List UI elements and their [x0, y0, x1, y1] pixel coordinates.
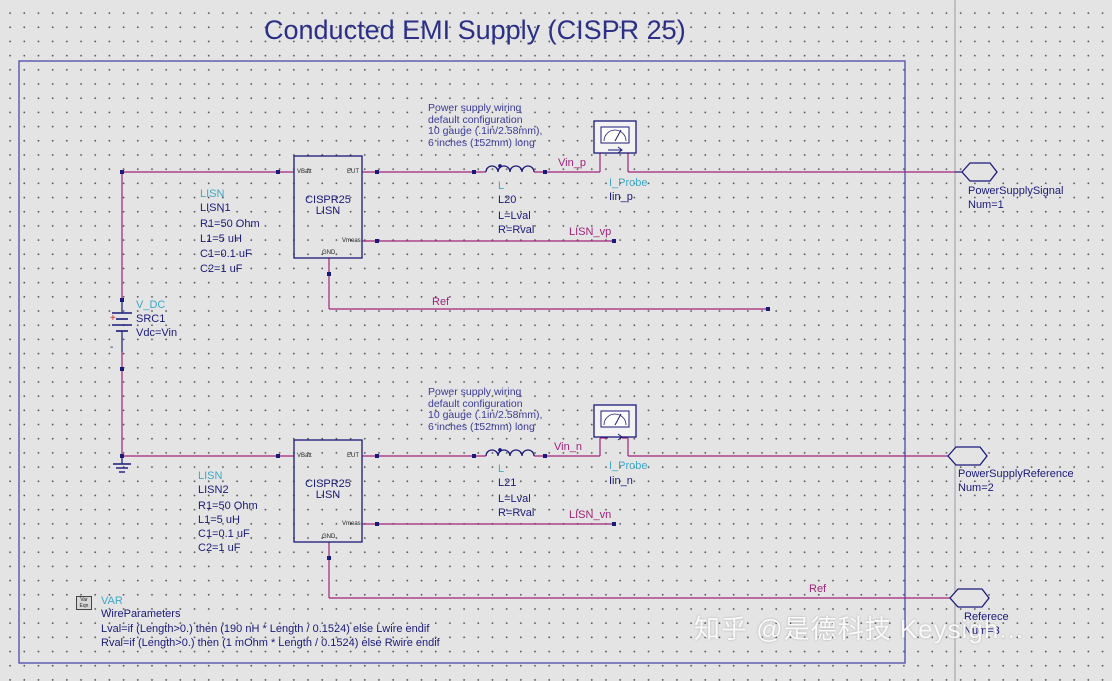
l21-params: L=Lval R=Rval	[498, 492, 534, 520]
lisn1-param: C1=0.1 uF	[200, 248, 252, 260]
port1-num-label: Num=1	[968, 199, 1004, 211]
port1-name-label: PowerSupplySignal	[968, 185, 1064, 197]
port3-name-label: Referece	[964, 611, 1009, 623]
lisn1-pin-eut: EUT	[347, 169, 359, 175]
port-powersupplysignal-symbol[interactable]	[955, 162, 998, 182]
source-value-label: Vdc=Vin	[136, 327, 178, 339]
lisn1-params: R1=50 Ohm L1=5 uH C1=0.1 uF C2=1 uF	[200, 217, 260, 277]
wiring-note-bottom-line: 10 gauge (.1in/2.58mm),	[428, 409, 543, 422]
net-label-ref-bottom: Ref	[809, 583, 827, 595]
lisn2-name-label: LISN2	[198, 484, 229, 496]
net-label-lisn-vp: LISN_vp	[569, 226, 612, 238]
port3-num-label: Num=3	[964, 625, 1000, 637]
lisn2-type-label: LISN	[198, 470, 223, 482]
var-icon-text: Var	[80, 597, 88, 603]
lisn1-type-label: LISN	[200, 188, 225, 200]
lisn1-pin-vmeas: Vmeas	[342, 238, 361, 244]
top-node-markers	[120, 170, 770, 371]
l21-param: R=Rval	[498, 507, 535, 519]
net-label-ref-top: Ref	[432, 296, 450, 308]
watermark-text: 知乎 @是德科技 Keysigh...	[694, 614, 1025, 644]
var-equation-line: Rval=if (Length>0.) then (1 mOhm * Lengt…	[101, 637, 440, 649]
net-label-lisn-vn: LISN_vn	[569, 509, 612, 521]
l20-name-label: L20	[498, 194, 517, 206]
schematic-frame	[18, 60, 906, 664]
page-title: Conducted EMI Supply (CISPR 25)	[264, 15, 686, 45]
wiring-note-top-line: default configuration	[428, 113, 523, 126]
lisn2-pin-eut: EUT	[347, 453, 359, 459]
source-name-label: SRC1	[136, 313, 166, 325]
lisn2-param: C2=1 uF	[198, 542, 241, 554]
wiring-note-bottom-line: Power supply wiring	[428, 386, 522, 398]
lisn1-box-label: CISPR25 LISN	[294, 195, 362, 217]
l21-name-label: L21	[498, 477, 517, 489]
wiring-note-top-line: 10 gauge (.1in/2.58mm),	[428, 125, 543, 138]
lisn1-box-label-line: CISPR25	[305, 194, 351, 206]
inductor-l21-symbol[interactable]	[485, 448, 535, 457]
top-wires	[122, 149, 955, 310]
lisn1-param: L1=5 uH	[200, 233, 242, 245]
probe1-name-label: Iin_p	[609, 191, 633, 203]
probe2-meter-icon[interactable]	[593, 404, 637, 441]
lisn1-pin-gnd: GND	[322, 250, 336, 256]
l20-param: R=Rval	[498, 224, 535, 236]
lisn2-pin-vmeas: Vmeas	[342, 521, 361, 527]
wiring-note-top: Power supply wiring default configuratio…	[428, 102, 543, 149]
svg-text:+: +	[110, 313, 116, 324]
l21-type-label: L	[498, 463, 505, 475]
lisn1-param: C2=1 uF	[200, 263, 243, 275]
dc-source-symbol[interactable]: + -	[110, 172, 132, 456]
lisn2-param: L1=5 uH	[198, 514, 240, 526]
lisn1-name-label: LISN1	[200, 202, 231, 214]
lisn1-box[interactable]	[276, 155, 379, 276]
wiring-note-bottom-line: 6 inches (152mm) long	[428, 420, 535, 433]
lisn2-pin-gnd: GND	[322, 534, 336, 540]
probe2-name-label: Iin_n	[609, 475, 633, 487]
var-type-label: VAR	[101, 595, 123, 607]
lisn2-box-label-line: LISN	[315, 489, 341, 501]
probe1-type-label: I_Probe	[609, 177, 648, 189]
var-eqn-icon[interactable]: Var Eqn	[76, 596, 92, 610]
lisn2-pin-vbatt: VBatt	[297, 453, 312, 459]
wiring-note-bottom: Power supply wiring default configuratio…	[428, 386, 543, 433]
l20-params: L=Lval R=Rval	[498, 209, 534, 237]
l20-param: L=Lval	[498, 210, 531, 222]
var-equation-line: Lval=if (Length>0.) then (190 nH * Lengt…	[101, 623, 430, 635]
var-name-label: WireParameters	[101, 608, 181, 620]
l20-type-label: L	[498, 180, 505, 192]
net-label-vin-p: Vin_p	[558, 157, 586, 169]
ground-symbol	[113, 456, 131, 473]
wiring-note-bottom-line: default configuration	[428, 397, 523, 410]
port-referece-symbol[interactable]	[949, 588, 990, 608]
lisn2-box-label: CISPR25 LISN	[294, 479, 362, 501]
net-label-vin-n: Vin_n	[554, 441, 582, 453]
lisn1-param: R1=50 Ohm	[200, 218, 260, 230]
inductor-l20-symbol[interactable]	[485, 164, 535, 173]
port2-name-label: PowerSupplyReference	[958, 468, 1074, 480]
wiring-note-top-line: Power supply wiring	[428, 102, 522, 114]
probe1-meter-icon[interactable]	[593, 120, 637, 154]
lisn2-box[interactable]	[276, 439, 379, 560]
lisn2-box-label-line: CISPR25	[305, 478, 351, 490]
svg-text:-: -	[110, 342, 113, 353]
lisn2-param: R1=50 Ohm	[198, 500, 258, 512]
port2-num-label: Num=2	[958, 482, 994, 494]
probe2-type-label: I_Probe	[609, 460, 648, 472]
wiring-note-top-line: 6 inches (152mm) long	[428, 136, 535, 149]
var-equations: Lval=if (Length>0.) then (190 nH * Lengt…	[101, 622, 440, 650]
source-type-label: V_DC	[136, 299, 166, 311]
port-powersupplyreference-symbol[interactable]	[947, 446, 988, 466]
l21-param: L=Lval	[498, 493, 531, 505]
bottom-node-markers	[120, 454, 616, 526]
lisn1-box-label-line: LISN	[315, 205, 341, 217]
var-icon-text: Eqn	[79, 603, 89, 609]
lisn1-pin-vbatt: VBatt	[297, 169, 312, 175]
bottom-wires	[122, 437, 950, 599]
lisn2-param: C1=0.1 uF	[198, 528, 250, 540]
lisn2-params: R1=50 Ohm L1=5 uH C1=0.1 uF C2=1 uF	[198, 499, 258, 555]
